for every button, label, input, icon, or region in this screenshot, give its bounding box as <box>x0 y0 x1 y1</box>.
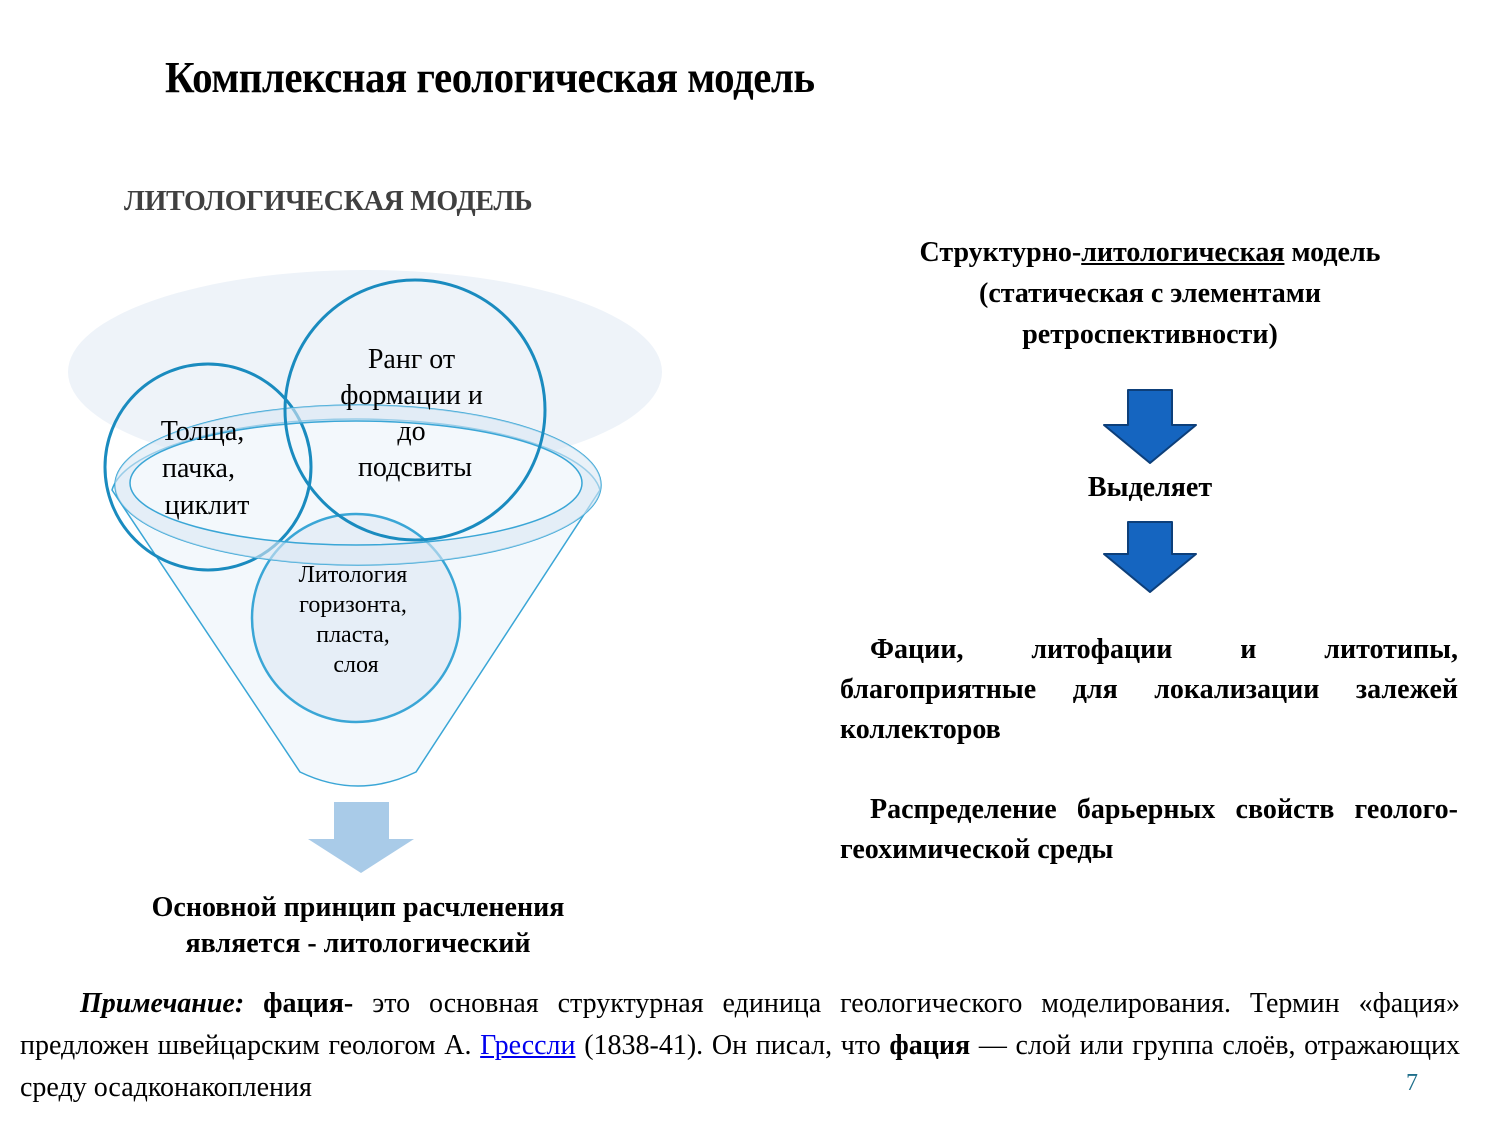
lithology-line-4: слоя <box>333 652 378 678</box>
circle-rank-label: Ранг от формации и до подсвиты <box>340 344 490 483</box>
circle-lithology-label: Литология горизонта, пласта, слоя <box>299 562 414 678</box>
note-term: фация- <box>263 988 354 1019</box>
lithological-model-heading: ЛИТОЛОГИЧЕСКАЯ МОДЕЛЬ <box>124 186 533 217</box>
page-number: 7 <box>1406 1070 1418 1096</box>
sequence-line-3: циклит <box>165 490 250 521</box>
down-arrow-icon <box>1103 389 1197 464</box>
heading-line-3: ретроспективности) <box>1022 319 1278 350</box>
barrier-properties-paragraph: Распределение барьерных свойств геолого-… <box>840 794 1458 865</box>
note-text-1: это основная структурная единица геологи… <box>20 988 1461 1061</box>
circle-sequence-label: Толща, пачка, циклит <box>161 416 252 521</box>
structural-lithological-model-heading: Структурно-литологическая модель (статич… <box>850 232 1450 355</box>
lithology-line-1: Литология <box>299 562 408 588</box>
slide-title: Комплексная геологическая модель <box>165 53 815 102</box>
circle-rank <box>283 278 547 542</box>
sequence-line-2: пачка, <box>162 453 235 484</box>
sequence-line-1: Толща, <box>161 416 245 447</box>
circle-lithology <box>250 512 462 724</box>
principle-statement: Основной принцип расчленения является - … <box>100 890 616 962</box>
heading-prefix: Структурно- <box>919 237 1082 268</box>
funnel-ring-inner <box>129 420 583 546</box>
rank-line-4: подсвиты <box>358 452 472 483</box>
note-paragraph: Примечание: фация- это основная структур… <box>20 983 1460 1109</box>
facies-paragraph: Фации, литофации и литотипы, благоприятн… <box>840 634 1458 745</box>
funnel-down-arrow-icon <box>308 802 414 873</box>
down-arrow-icon <box>1103 521 1197 593</box>
principle-line-2: является - литологический <box>185 928 531 959</box>
note-text-3: — слой или группа слоёв, отражающих сред… <box>20 1030 1460 1103</box>
note-term-2: фация <box>889 1030 971 1061</box>
circle-sequence <box>103 362 313 572</box>
heading-line-2: (статическая с элементами <box>979 278 1321 309</box>
note-label: Примечание: <box>80 988 245 1019</box>
heading-suffix: модель <box>1284 237 1381 268</box>
gressly-link[interactable]: Грессли <box>480 1030 576 1061</box>
rank-line-3: до <box>397 416 425 447</box>
lithology-line-3: пласта, <box>316 622 390 648</box>
rank-line-1: Ранг от <box>368 344 455 375</box>
rank-line-2: формации и <box>340 380 483 411</box>
principle-line-1: Основной принцип расчленения <box>151 892 565 923</box>
highlights-label: Выделяет <box>1087 472 1213 503</box>
lithological-model-diagram: Ранг от формации и до подсвиты Толща, па… <box>68 270 662 873</box>
heading-underlined-word: литологическая <box>1081 237 1285 268</box>
note-text-2: (1838-41). Он писал, что <box>575 1030 890 1061</box>
lithology-line-2: горизонта, <box>299 592 407 618</box>
